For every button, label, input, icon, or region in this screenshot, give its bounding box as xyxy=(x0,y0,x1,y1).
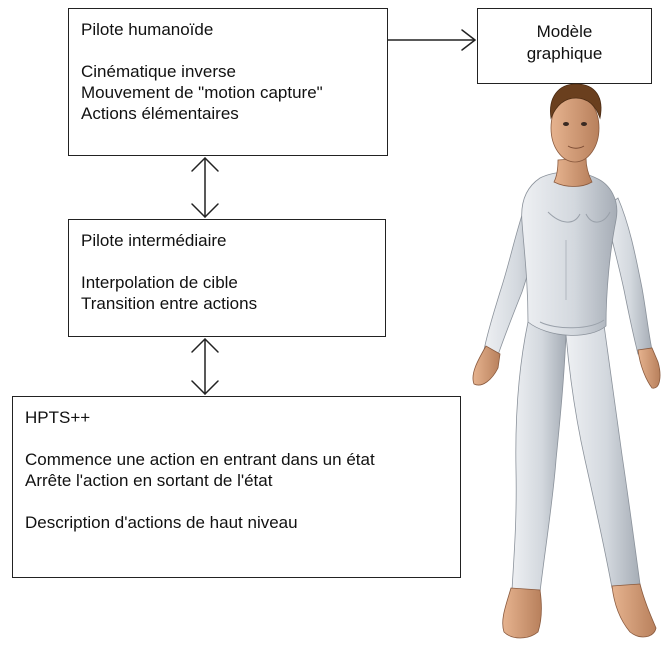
feet xyxy=(503,584,656,638)
torso xyxy=(522,172,617,335)
legs xyxy=(512,322,640,592)
head xyxy=(550,84,601,162)
